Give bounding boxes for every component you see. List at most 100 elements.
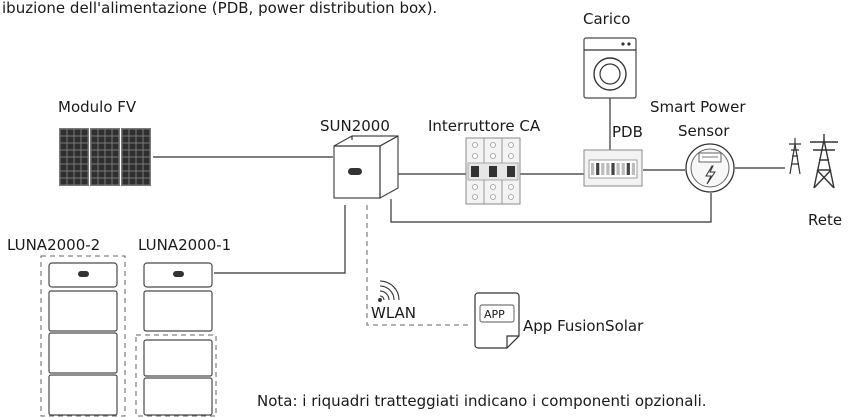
inverter-label: SUN2000	[320, 117, 390, 135]
solar-cell	[136, 150, 143, 157]
solar-cell	[74, 178, 81, 185]
solar-cell	[60, 178, 67, 185]
solar-cell	[91, 164, 98, 171]
solar-cell	[81, 157, 88, 164]
solar-cell	[98, 143, 105, 150]
solar-cell	[122, 171, 129, 178]
solar-cell	[60, 157, 67, 164]
wifi-signal-icon	[378, 280, 400, 302]
solar-panel-icon	[59, 128, 151, 186]
solar-cell	[67, 164, 74, 171]
solar-cell	[81, 178, 88, 185]
solar-cell	[143, 178, 150, 185]
solar-cell	[60, 143, 67, 150]
solar-cell	[67, 150, 74, 157]
solar-cell	[112, 178, 119, 185]
optional-battery-2-frame	[40, 255, 126, 417]
battery-1-stack	[143, 262, 213, 416]
solar-cell	[60, 164, 67, 171]
battery-2-stack	[48, 262, 118, 416]
solar-cell	[81, 143, 88, 150]
solar-cell	[122, 178, 129, 185]
solar-cell	[105, 171, 112, 178]
solar-cell	[143, 164, 150, 171]
pdb-breaker-slot	[631, 163, 635, 175]
solar-cell	[105, 164, 112, 171]
solar-cell	[74, 129, 81, 136]
sensor-label-line2: Sensor	[678, 122, 730, 140]
solar-cell	[136, 143, 143, 150]
solar-cell	[105, 143, 112, 150]
solar-cell	[112, 129, 119, 136]
solar-cell	[91, 143, 98, 150]
solar-cell	[122, 129, 129, 136]
solar-cell	[105, 150, 112, 157]
solar-cell	[98, 129, 105, 136]
solar-cell	[74, 164, 81, 171]
connection-lines	[153, 98, 785, 326]
solar-cell	[98, 150, 105, 157]
solar-cell	[98, 171, 105, 178]
power-meter-icon	[685, 143, 735, 193]
solar-cell	[112, 136, 119, 143]
solar-cell	[105, 178, 112, 185]
load-label: Carico	[583, 10, 630, 28]
solar-cell	[122, 164, 129, 171]
solar-cell	[143, 150, 150, 157]
solar-cell	[91, 157, 98, 164]
solar-cell	[129, 129, 136, 136]
solar-cell	[98, 136, 105, 143]
transmission-tower-icon	[789, 134, 838, 189]
solar-cell	[60, 136, 67, 143]
pdb-breaker-slot	[611, 163, 615, 175]
solar-cell	[67, 143, 74, 150]
solar-cell	[81, 164, 88, 171]
solar-cell	[129, 178, 136, 185]
solar-cell	[122, 143, 129, 150]
solar-cell	[129, 150, 136, 157]
note-text: Nota: i riquadri tratteggiati indicano i…	[257, 392, 707, 410]
solar-cell	[91, 129, 98, 136]
solar-cell	[74, 171, 81, 178]
solar-cell	[129, 157, 136, 164]
pdb-breaker-slot	[591, 163, 595, 175]
app-icon: APP	[474, 292, 520, 349]
solar-cell	[67, 136, 74, 143]
pv-module-label: Modulo FV	[58, 98, 137, 116]
distribution-box-icon	[583, 149, 643, 187]
solar-cell	[98, 164, 105, 171]
sensor-label-line1: Smart Power	[650, 98, 746, 116]
solar-cell	[67, 171, 74, 178]
solar-cell	[74, 136, 81, 143]
solar-cell	[136, 164, 143, 171]
ac-switch-label: Interruttore CA	[428, 117, 541, 135]
solar-cell	[91, 136, 98, 143]
solar-cell	[129, 143, 136, 150]
solar-cell	[136, 157, 143, 164]
solar-cell	[91, 150, 98, 157]
solar-cell	[60, 150, 67, 157]
pdb-breaker-slot	[626, 163, 630, 175]
solar-cell	[122, 150, 129, 157]
solar-cell	[98, 178, 105, 185]
pdb-breaker-slot	[596, 163, 600, 175]
solar-cell	[136, 171, 143, 178]
pdb-breaker-slot	[606, 163, 610, 175]
solar-cell	[81, 136, 88, 143]
battery-2-label: LUNA2000-2	[7, 236, 100, 254]
solar-cell	[74, 157, 81, 164]
solar-cell	[136, 178, 143, 185]
solar-cell	[122, 157, 129, 164]
solar-cell	[143, 171, 150, 178]
solar-cell	[91, 178, 98, 185]
solar-cell	[136, 129, 143, 136]
circuit-breaker-icon	[465, 137, 521, 205]
solar-cell	[67, 178, 74, 185]
solar-cell	[81, 150, 88, 157]
solar-cell	[129, 136, 136, 143]
pdb-breaker-slot	[616, 163, 620, 175]
solar-cell	[143, 157, 150, 164]
grid-label: Rete	[808, 211, 842, 229]
solar-cell	[122, 136, 129, 143]
